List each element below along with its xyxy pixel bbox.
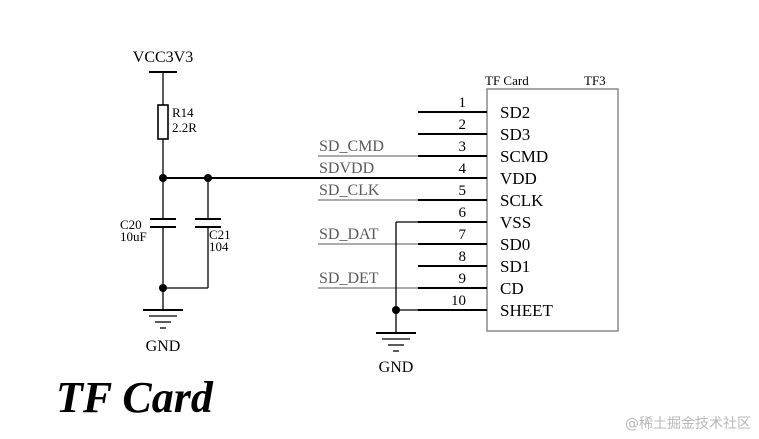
resistor-ref: R14: [172, 105, 194, 120]
pin-number: 3: [459, 139, 467, 155]
net-label-dat: SD_DAT: [319, 226, 379, 243]
net-label-vdd: SDVDD: [319, 160, 374, 177]
pin-number: 6: [459, 205, 467, 221]
ground-symbol-icon: [143, 309, 183, 329]
pin-number: 5: [459, 183, 467, 199]
vcc-label: VCC3V3: [133, 49, 193, 66]
pin-name: CD: [500, 279, 524, 298]
net-label-det: SD_DET: [319, 270, 379, 287]
pin-name: SD1: [500, 257, 530, 276]
pin-number: 8: [459, 249, 467, 265]
watermark: @稀土掘金技术社区: [625, 416, 751, 432]
pin-name: SD3: [500, 125, 530, 144]
pin-number: 2: [459, 117, 467, 133]
pin-number: 4: [459, 161, 467, 177]
pin-name: SHEET: [500, 301, 554, 320]
resistor-value: 2.2R: [172, 120, 197, 135]
connector-body: [486, 88, 619, 332]
c20-ref: C20: [120, 217, 142, 232]
pin-number: 1: [459, 95, 467, 111]
junction-dot: [392, 306, 400, 314]
connector-name: TF Card: [485, 73, 529, 88]
c20-value: 10uF: [120, 229, 147, 244]
gnd-left-label: GND: [146, 338, 181, 355]
gnd-right-label: GND: [379, 359, 414, 376]
pin-name: SD2: [500, 103, 530, 122]
ground-symbol-icon: [376, 332, 416, 352]
net-label-clk: SD_CLK: [319, 182, 380, 199]
diagram-title: TF Card: [56, 373, 214, 422]
net-label-cmd: SD_CMD: [319, 138, 384, 155]
c21-value: 104: [209, 239, 229, 254]
pin-name: SCMD: [500, 147, 548, 166]
pin-number: 10: [451, 293, 466, 309]
connector-ref: TF3: [584, 73, 606, 88]
pin-name: SCLK: [500, 191, 544, 210]
pin-name: SD0: [500, 235, 530, 254]
pin-name: VSS: [500, 213, 531, 232]
pin-name: VDD: [500, 169, 537, 188]
c21-ref: C21: [209, 227, 231, 242]
pin-number: 9: [459, 271, 467, 287]
pin-number: 7: [459, 227, 467, 243]
resistor-r14: [157, 104, 169, 140]
